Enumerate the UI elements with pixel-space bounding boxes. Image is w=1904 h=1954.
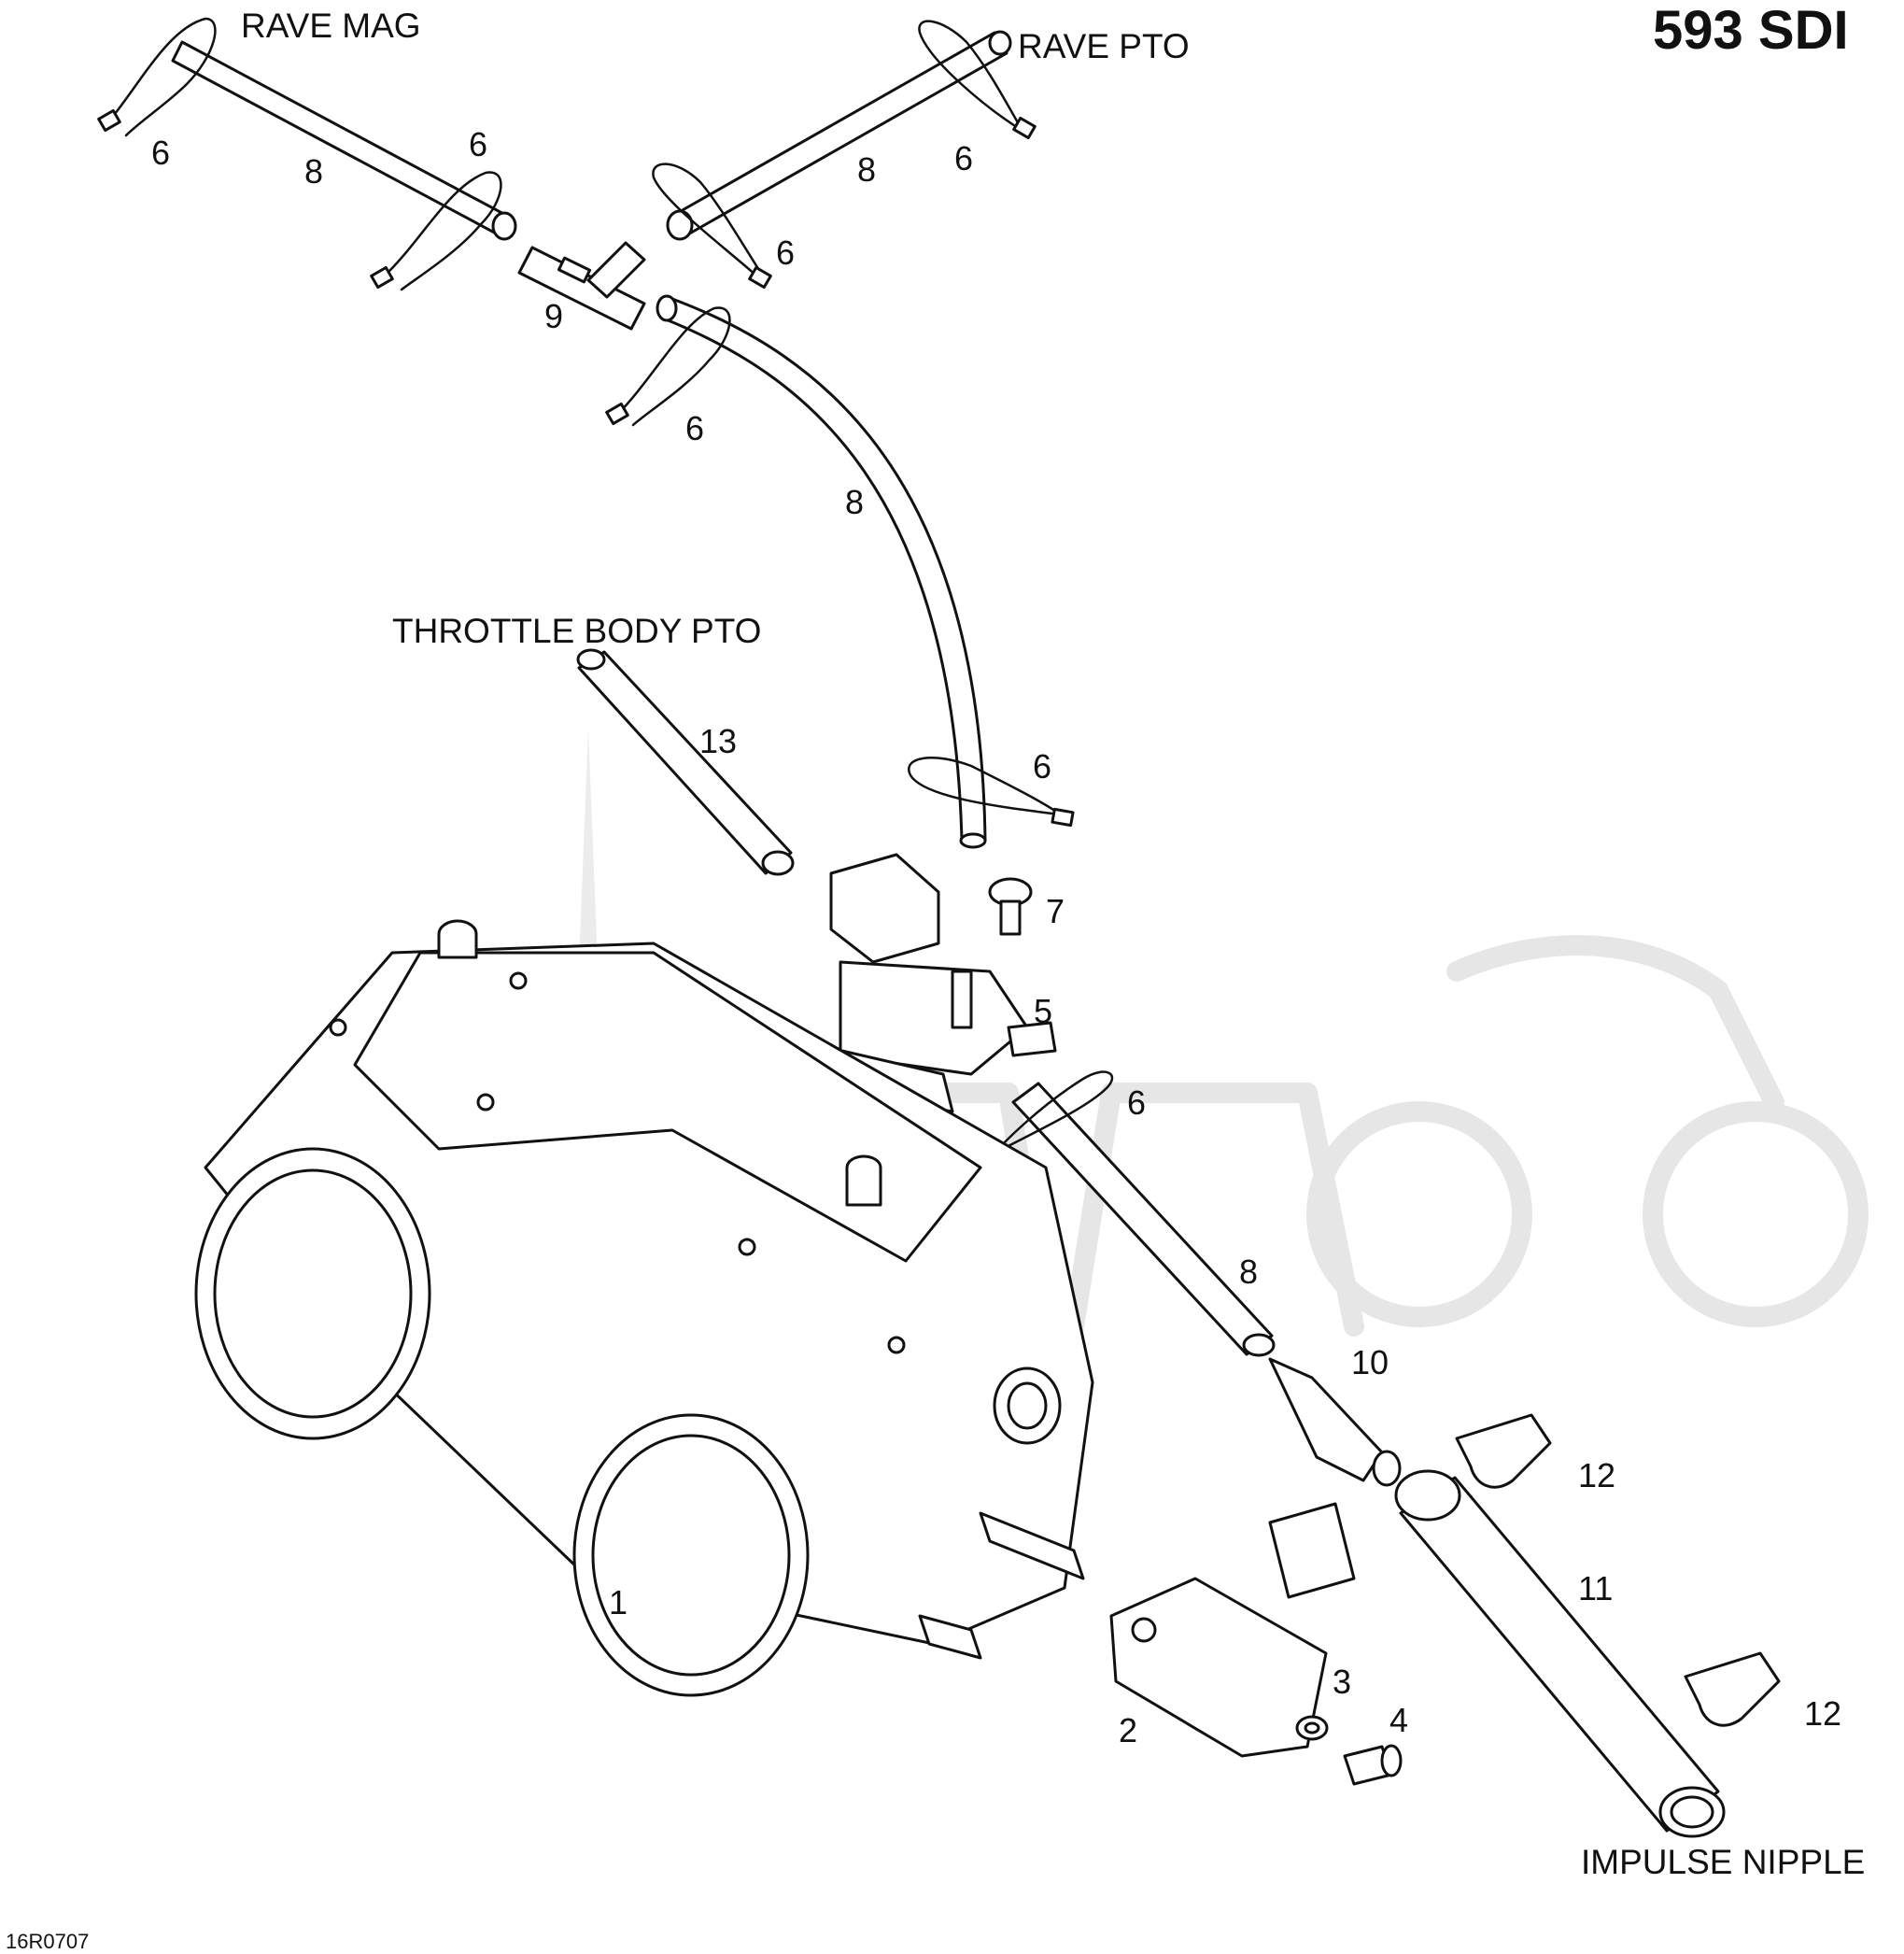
throttle-body: [194, 919, 1094, 1697]
drawing-code: 16R0707: [6, 1930, 89, 1953]
clamp-upper: [1455, 1413, 1552, 1489]
callout: 8: [845, 483, 864, 521]
callout: 1: [609, 1583, 628, 1621]
callout: 7: [1046, 892, 1065, 930]
screw-7: [988, 877, 1033, 936]
terminal-label-rave-pto: RAVE PTO: [1018, 27, 1190, 65]
callout: 6: [776, 234, 795, 272]
washer-3: [1295, 1715, 1329, 1741]
callout: 3: [1333, 1663, 1351, 1701]
callout: 8: [857, 150, 876, 189]
terminal-label-rave-mag: RAVE MAG: [241, 7, 421, 45]
hose-to-check-valve: [1011, 1082, 1276, 1357]
callout: 6: [1033, 747, 1051, 786]
callout-numbers: 6 8 6 8 6 6 9 6 8 13 6 7 5 6 8 10 12 11 …: [151, 125, 1841, 1749]
callout: 6: [685, 409, 704, 447]
callout: 6: [1127, 1083, 1146, 1122]
callout: 10: [1351, 1343, 1389, 1381]
hose-rave-pto: [666, 30, 1012, 241]
callout: 4: [1389, 1701, 1408, 1739]
callout: 8: [1239, 1253, 1258, 1291]
hose-to-solenoid: [656, 294, 987, 849]
hose-rave-mag: [171, 40, 517, 241]
check-valve: [1268, 1357, 1402, 1487]
callout: 5: [1034, 992, 1052, 1030]
callout: 9: [544, 297, 563, 335]
hose-impulse-nipple: [1394, 1469, 1726, 1838]
callout: 12: [1804, 1694, 1841, 1733]
terminal-labels: RAVE MAG RAVE PTO THROTTLE BODY PTO IMPU…: [241, 7, 1865, 1881]
throttle-position-sensor: [1109, 1502, 1356, 1758]
callout: 13: [699, 722, 737, 760]
screw-4: [1343, 1744, 1403, 1786]
terminal-label-impulse-nipple: IMPULSE NIPPLE: [1581, 1843, 1865, 1881]
callout: 2: [1119, 1711, 1137, 1749]
t-fitting: [517, 241, 646, 331]
callout: 6: [151, 134, 170, 172]
callout: 12: [1578, 1456, 1615, 1494]
model-title: 593 SDI: [1653, 0, 1849, 61]
hose-throttle-body-pto: [576, 648, 795, 876]
callout: 8: [304, 152, 323, 191]
terminal-label-throttle-body-pto: THROTTLE BODY PTO: [392, 612, 761, 650]
callout: 11: [1578, 1569, 1613, 1607]
callout: 6: [469, 125, 487, 163]
callout: 6: [954, 139, 973, 177]
clamp-lower: [1684, 1651, 1781, 1727]
